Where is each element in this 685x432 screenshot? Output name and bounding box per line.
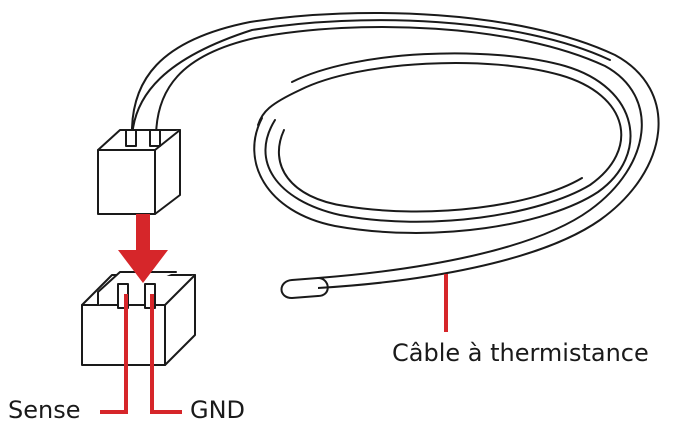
thermistor-probe (280, 277, 329, 299)
cable-plug (97, 129, 181, 215)
sense-leader (100, 294, 128, 414)
gnd-leader (150, 294, 182, 414)
motherboard-header (81, 271, 196, 366)
cable-label: Câble à thermistance (392, 339, 649, 367)
arrow-down-icon (118, 214, 168, 283)
sense-label: Sense (8, 396, 81, 424)
thermistor-cable (130, 12, 660, 289)
gnd-label: GND (190, 396, 246, 424)
